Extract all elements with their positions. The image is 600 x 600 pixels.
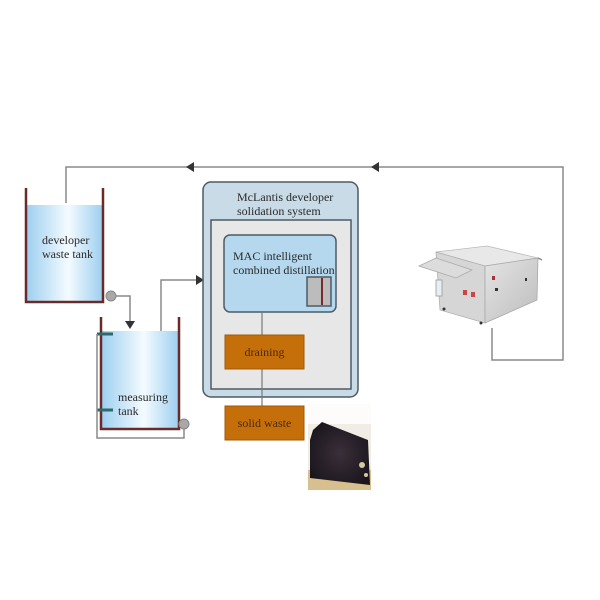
measuring-tank (96, 317, 190, 439)
arrow-right-icon (196, 275, 204, 285)
pump-icon (105, 290, 117, 302)
pump-icon (178, 418, 190, 430)
arrow-left-icon (186, 162, 194, 172)
arrow-left-icon (371, 162, 379, 172)
system-title-line2: solidation system (237, 204, 321, 218)
distillation-label-line2: combined distillation (233, 263, 335, 277)
system-title-line1: McLantis developer (237, 190, 334, 204)
system-title: McLantis developer solidation system (237, 190, 357, 218)
developer-waste-tank-label-line1: developer (42, 233, 90, 247)
transfer-line (105, 290, 135, 329)
solid-waste-photo (308, 404, 371, 490)
measuring-tank-label: measuring tank (118, 390, 178, 418)
distillation-unit (223, 234, 337, 313)
plate-processor-image (417, 245, 543, 325)
developer-waste-tank-label-line2: waste tank (42, 247, 93, 261)
distillation-label: MAC intelligent combined distillation (233, 249, 343, 277)
measuring-tank-label-line1: measuring (118, 390, 168, 404)
distillation-indicator (306, 276, 332, 307)
solid-waste-box (224, 405, 305, 441)
arrow-down-icon (125, 321, 135, 329)
developer-waste-tank-label: developer waste tank (42, 233, 112, 261)
measuring-tank-label-line2: tank (118, 404, 139, 418)
top-return-line (65, 162, 564, 361)
distillation-label-line1: MAC intelligent (233, 249, 312, 263)
developer-waste-tank (24, 188, 105, 304)
draining-box (224, 334, 305, 370)
solid-waste-label: solid waste (237, 416, 292, 430)
draining-label: draining (244, 345, 285, 359)
